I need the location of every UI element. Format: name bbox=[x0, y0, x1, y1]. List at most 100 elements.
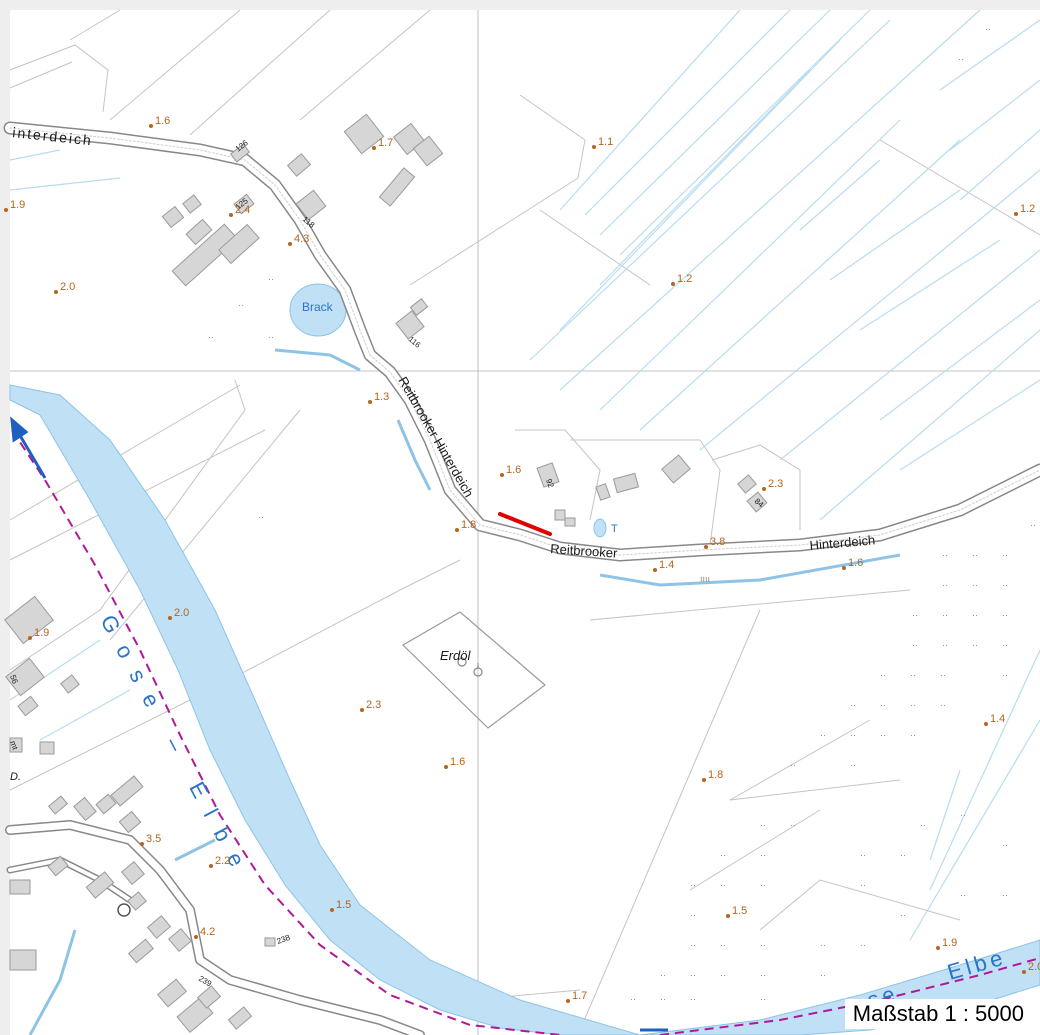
river-gose-elbe-body bbox=[9, 384, 641, 1035]
spot-height-label: 2.4 bbox=[235, 204, 250, 216]
spot-height: 1.9 bbox=[28, 627, 49, 640]
spot-height: 1.3 bbox=[368, 391, 389, 404]
svg-text:··: ·· bbox=[900, 850, 906, 860]
spot-height-label: 2.0 bbox=[60, 281, 75, 293]
spot-height: 1.6 bbox=[500, 464, 521, 477]
spot-height-label: 1.9 bbox=[942, 937, 957, 949]
svg-text:··: ·· bbox=[1002, 840, 1008, 850]
svg-text:··: ·· bbox=[972, 640, 978, 650]
svg-text:··: ·· bbox=[958, 54, 964, 64]
svg-text:··: ·· bbox=[720, 940, 726, 950]
svg-text:··: ·· bbox=[720, 880, 726, 890]
spot-height-label: 1.1 bbox=[598, 136, 613, 148]
svg-text:··: ·· bbox=[1002, 890, 1008, 900]
spot-height-label: 1.6 bbox=[450, 756, 465, 768]
buildings bbox=[4, 113, 768, 1034]
spot-height-label: 1.9 bbox=[34, 627, 49, 639]
spot-height-label: 4.3 bbox=[294, 233, 309, 245]
svg-text:··: ·· bbox=[880, 670, 886, 680]
svg-text:··: ·· bbox=[900, 910, 906, 920]
svg-text:··: ·· bbox=[1002, 610, 1008, 620]
spot-height-label: 1.9 bbox=[10, 199, 25, 211]
spot-height-label: 1.5 bbox=[336, 899, 351, 911]
spot-height: 2.2 bbox=[209, 855, 230, 868]
svg-text:··: ·· bbox=[910, 700, 916, 710]
svg-text:··: ·· bbox=[760, 850, 766, 860]
pond-label-brack: Brack bbox=[302, 300, 334, 314]
oil-well-icon bbox=[457, 657, 483, 677]
svg-text:··: ·· bbox=[760, 970, 766, 980]
spot-height-label: 1.6 bbox=[506, 464, 521, 476]
svg-text:··: ·· bbox=[790, 820, 796, 830]
svg-text:··: ·· bbox=[912, 640, 918, 650]
svg-text:··: ·· bbox=[985, 24, 991, 34]
svg-text:··: ·· bbox=[690, 970, 696, 980]
street-label-hinterdeich-east: Hinterdeich bbox=[809, 532, 876, 553]
spot-height: 2.4 bbox=[229, 204, 250, 217]
spot-height: 1.8 bbox=[455, 519, 476, 532]
spot-height: 1.1 bbox=[592, 136, 613, 149]
svg-text:··: ·· bbox=[910, 730, 916, 740]
svg-text:ıııı: ıııı bbox=[700, 574, 710, 584]
spot-height-dot bbox=[149, 124, 153, 128]
svg-text:··: ·· bbox=[860, 940, 866, 950]
svg-text:··: ·· bbox=[1030, 520, 1036, 530]
edge-fragment: D. bbox=[10, 771, 21, 783]
spot-height-dot bbox=[936, 946, 940, 950]
svg-text:··: ·· bbox=[1002, 640, 1008, 650]
spot-height-dot bbox=[984, 722, 988, 726]
spot-height-label: 1.8 bbox=[461, 519, 476, 531]
svg-text:··: ·· bbox=[860, 850, 866, 860]
facility-label-oil: Erdöl bbox=[440, 648, 471, 663]
spot-height-label: 2.0 bbox=[1028, 961, 1040, 973]
spot-height: 2.0 bbox=[1022, 961, 1040, 974]
spot-height-dot bbox=[1022, 970, 1026, 974]
svg-text:··: ·· bbox=[942, 580, 948, 590]
tower-icon bbox=[117, 903, 131, 917]
svg-text:··: ·· bbox=[630, 994, 636, 1004]
spot-height: 1.7 bbox=[372, 137, 393, 150]
spot-height-dot bbox=[28, 636, 32, 640]
svg-text:··: ·· bbox=[940, 700, 946, 710]
spot-height: 1.5 bbox=[330, 899, 351, 912]
svg-text:··: ·· bbox=[860, 880, 866, 890]
svg-text:··: ·· bbox=[850, 730, 856, 740]
spot-height-label: 1.3 bbox=[374, 391, 389, 403]
svg-text:··: ·· bbox=[910, 670, 916, 680]
spot-height: 1.4 bbox=[984, 713, 1005, 726]
meadow-symbols: ·· ·· ·· ·· ·· ·· ·· ·· ·· ·· ·· ·· ·· ·· ·· ·· ··… bbox=[208, 24, 1036, 1004]
spot-height-dot bbox=[54, 290, 58, 294]
spot-height-label: 2.3 bbox=[366, 699, 381, 711]
spot-height-dot bbox=[330, 908, 334, 912]
spot-height: 1.6 bbox=[842, 557, 863, 570]
spot-height-dot bbox=[500, 473, 504, 477]
roads bbox=[3, 121, 1040, 1035]
road-ditches bbox=[28, 348, 901, 1035]
svg-text:··: ·· bbox=[942, 610, 948, 620]
house-number: 238 bbox=[276, 933, 292, 946]
spot-height: 1.7 bbox=[566, 990, 587, 1003]
svg-text:··: ·· bbox=[760, 880, 766, 890]
svg-text:··: ·· bbox=[760, 994, 766, 1004]
spot-height: 1.9 bbox=[936, 937, 957, 950]
edge-fragment: 56 bbox=[8, 674, 20, 686]
svg-text:··: ·· bbox=[972, 580, 978, 590]
spot-height-dot bbox=[229, 213, 233, 217]
scale-label: Maßstab 1 : 5000 bbox=[844, 999, 1032, 1029]
spot-height: 1.2 bbox=[671, 273, 692, 286]
spot-height-dot bbox=[372, 146, 376, 150]
svg-text:··: ·· bbox=[660, 994, 666, 1004]
svg-text:··: ·· bbox=[942, 550, 948, 560]
spot-height-label: 4.2 bbox=[200, 926, 215, 938]
svg-text:··: ·· bbox=[850, 760, 856, 770]
svg-text:··: ·· bbox=[820, 970, 826, 980]
svg-text:··: ·· bbox=[660, 970, 666, 980]
svg-text:··: ·· bbox=[720, 970, 726, 980]
spot-height-dot bbox=[4, 208, 8, 212]
spot-height-label: 1.6 bbox=[155, 115, 170, 127]
svg-text:··: ·· bbox=[1002, 550, 1008, 560]
svg-text:··: ·· bbox=[690, 940, 696, 950]
spot-height: 2.0 bbox=[54, 281, 75, 294]
